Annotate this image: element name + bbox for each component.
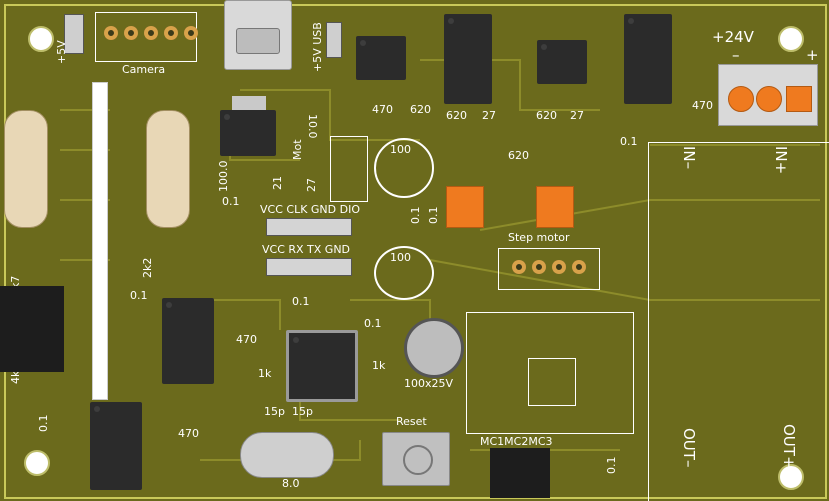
resistor-large-1 [4,110,48,228]
label-plus5v-left: +5V [55,40,68,64]
electrolytic-capacitor [404,318,464,378]
mounting-hole-bottom-right [778,464,804,490]
label-r21: 21 [271,176,284,190]
header-uart [266,258,352,276]
board-outline [4,4,827,499]
label-r470-top: 470 [372,103,393,116]
microcontroller [286,330,358,402]
label-cap-100x25v: 100x25V [404,377,454,390]
label-mc: MC1MC2MC3 [480,435,553,448]
step-motor-connector-outline [498,248,600,290]
label-r01-a: 0.1 [409,206,422,225]
label-r2k2: 2k2 [141,257,154,278]
terminal-pin-1 [728,86,754,112]
label-out-minus: OUT– [680,428,698,468]
label-r1k-a: 1k [258,367,272,380]
jumper-usb [326,22,342,58]
mounting-hole-bottom-left [24,450,50,476]
step-pin-1 [512,260,526,274]
reset-button-cap[interactable] [403,445,433,475]
usb-port [236,28,280,54]
label-r470-right: 470 [692,99,713,112]
mc-header [490,448,550,498]
camera-pin-3 [144,26,158,40]
label-r27-a: 27 [482,109,496,122]
label-in-plus: IN+ [772,146,790,175]
label-r470-low: 470 [178,427,199,440]
label-r01-b: 0.1 [427,206,440,225]
label-vcc-clk-gnd-dio: VCC CLK GND DIO [260,203,360,216]
camera-pin-1 [104,26,118,40]
label-r620-b: 620 [446,109,467,122]
label-r27-b: 27 [570,109,584,122]
label-r4k: 4k [9,370,22,384]
camera-pin-5 [184,26,198,40]
label-r100-v: 100.0 [217,160,230,193]
reset-button[interactable] [382,432,450,486]
driver-module-heatsink [528,358,576,406]
potentiometer-2 [374,246,434,300]
label-c01-d: 0.1 [130,289,148,302]
driver-ic-2 [624,14,672,104]
label-r620-top: 620 [410,103,431,116]
driver-ic-4 [90,402,142,490]
label-step-motor: Step motor [508,231,570,244]
header-display [266,218,352,236]
mosfet-pad-2 [536,186,574,228]
label-terminal-plus: + [806,46,819,64]
label-r100-a: 100 [390,143,411,156]
mounting-hole-top-left [28,26,54,52]
label-r620-mid: 620 [508,149,529,162]
label-c01-g: 0.1 [37,414,50,433]
driver-ic-1 [444,14,492,104]
label-vcc-rx-tx-gnd: VCC RX TX GND [262,243,351,256]
motor-connector-outline [330,136,368,202]
optocoupler-1 [356,36,406,80]
label-r470-mid: 470 [236,333,257,346]
optocoupler-2 [537,40,587,84]
label-r1k-b: 1k [372,359,386,372]
label-in-minus: IN– [680,146,698,170]
label-r100-b: 100 [390,251,411,264]
label-c01-e: 0.1 [292,295,310,308]
label-mot: Mot [291,139,304,160]
label-r620-c: 620 [536,109,557,122]
step-pin-3 [552,260,566,274]
terminal-pin-2 [756,86,782,112]
crystal-oscillator [240,432,334,478]
terminal-pin-3 [786,86,812,112]
label-plus5v-usb: +5V USB [311,22,324,72]
driver-module-outline [466,312,634,434]
step-pin-2 [532,260,546,274]
label-c15p-b: 15p [292,405,313,418]
resistor-large-2 [146,110,190,228]
mounting-hole-top-right [778,26,804,52]
label-reset: Reset [396,415,427,428]
voltage-regulator [220,110,276,156]
label-r10: 10.0 [306,114,319,139]
long-pin-header [92,82,108,400]
label-r01-c: 0.1 [222,195,240,208]
power-module-outline [648,142,829,501]
camera-pin-4 [164,26,178,40]
step-pin-4 [572,260,586,274]
mosfet-pad-1 [446,186,484,228]
label-plus24v: +24V [712,28,754,46]
driver-ic-3 [162,298,214,384]
label-c01-f: 0.1 [364,317,382,330]
potentiometer-1 [374,138,434,198]
label-c01-h: 0.1 [605,456,618,475]
label-out-plus: OUT+ [780,424,798,469]
label-camera: Camera [122,63,166,76]
angled-header-left [0,286,64,372]
label-r27-c: 27 [305,178,318,192]
label-terminal-minus: – [732,46,740,64]
header-plus5v-left [64,14,84,54]
camera-pin-2 [124,26,138,40]
label-crystal: 8.0 [282,477,300,490]
regulator-tab [232,96,266,110]
label-c15p-a: 15p [264,405,285,418]
label-c01-right: 0.1 [620,135,638,148]
